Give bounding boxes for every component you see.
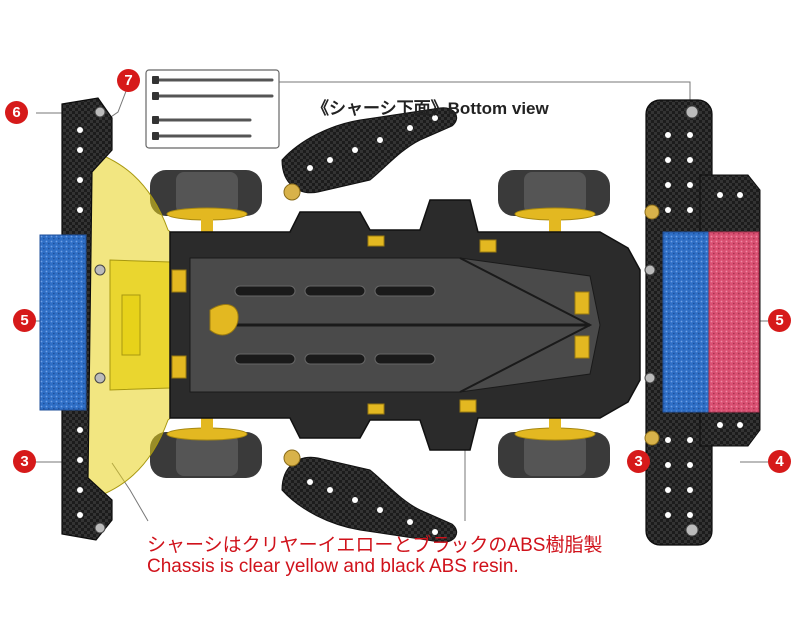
callout-5-right: 5 [768, 309, 791, 332]
front-bumper-plate [39, 97, 113, 541]
rear-blue-sponge [662, 231, 710, 413]
caption-english: Chassis is clear yellow and black ABS re… [147, 556, 519, 577]
main-chassis [121, 199, 641, 451]
screw-set-box [145, 69, 280, 149]
wheel-front-right [498, 170, 610, 234]
view-title: 《シャーシ下面》Bottom view [312, 99, 549, 118]
wheel-front-left [150, 170, 262, 234]
callout-7: 7 [117, 69, 140, 92]
callout-6: 6 [5, 101, 28, 124]
rear-pink-sponge [708, 231, 760, 413]
rear-stay [644, 99, 761, 546]
wheel-rear-right [498, 412, 610, 478]
callout-3-right: 3 [627, 450, 650, 473]
callout-3-left: 3 [13, 450, 36, 473]
callout-4: 4 [768, 450, 791, 473]
caption-japanese: シャーシはクリヤーイエローとブラックのABS樹脂製 [147, 535, 603, 556]
front-blue-sponge [39, 234, 87, 411]
wheels [150, 170, 610, 478]
side-stays [281, 107, 458, 543]
callout-5-left: 5 [13, 309, 36, 332]
